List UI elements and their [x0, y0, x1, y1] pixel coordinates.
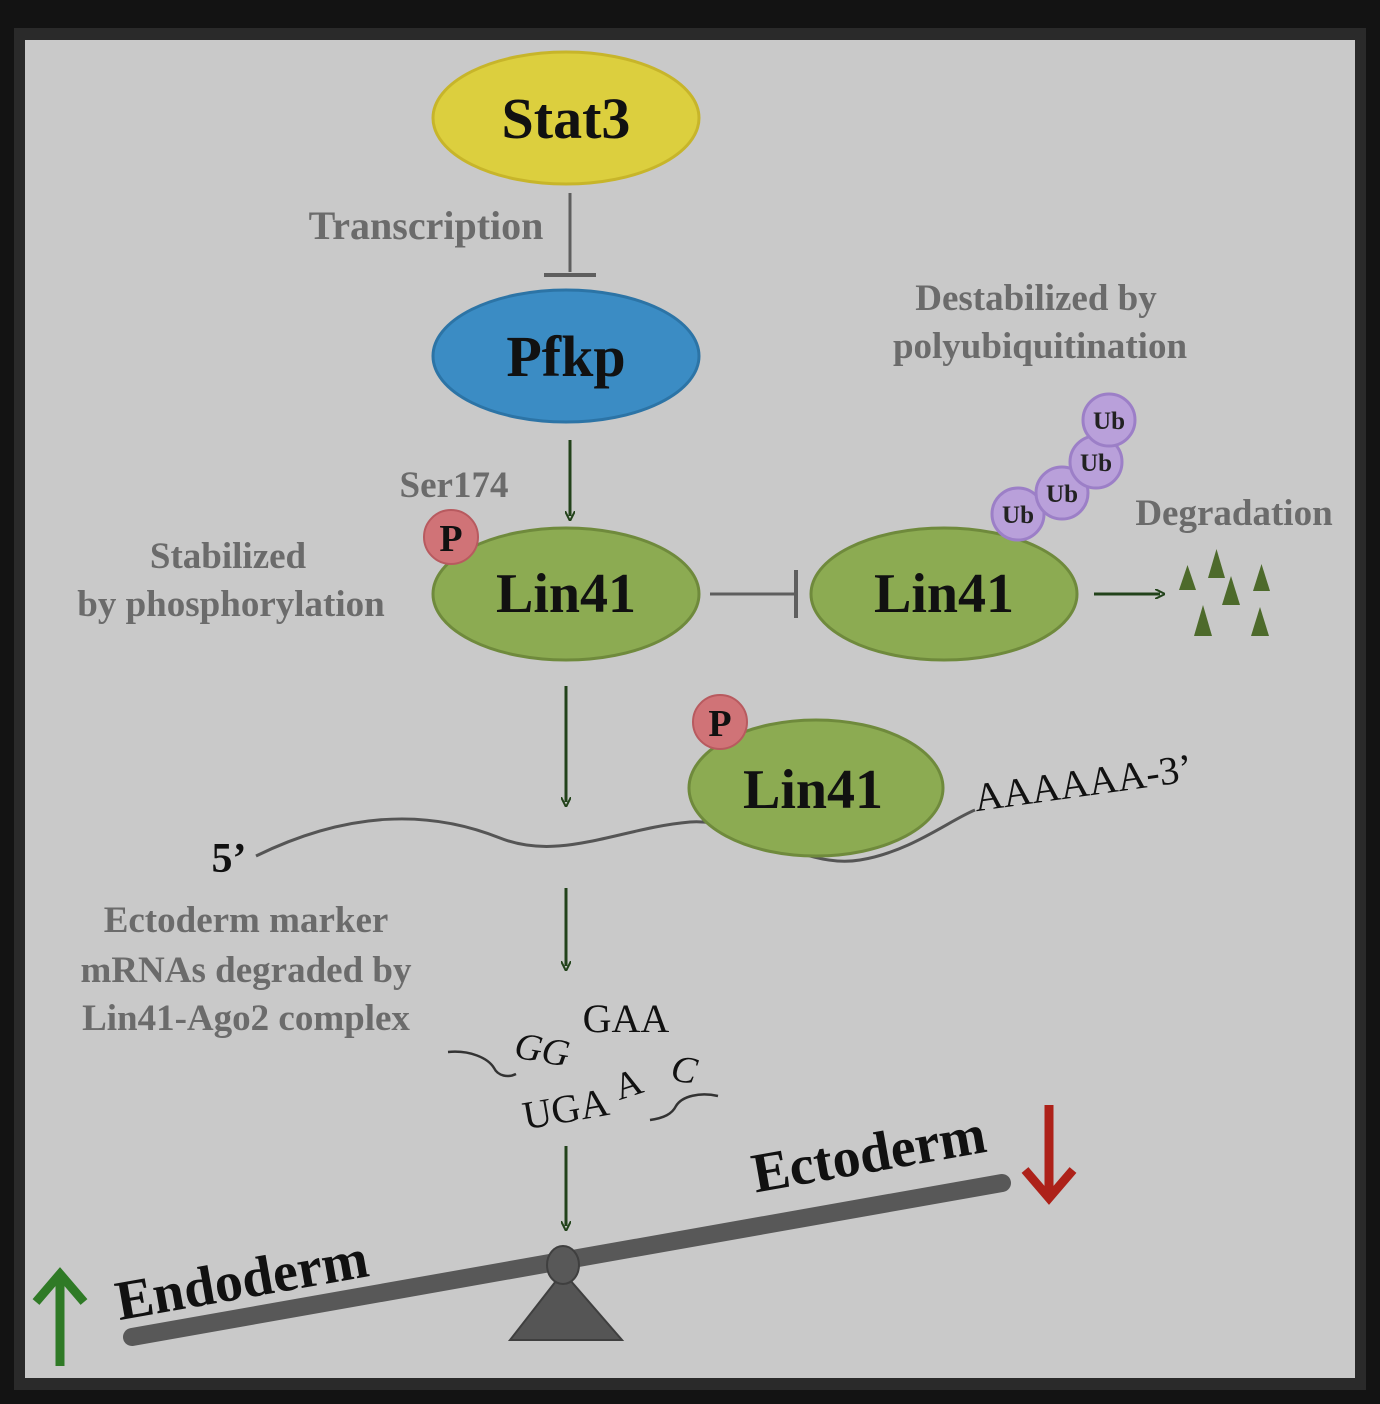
- svg-text:Ub: Ub: [1080, 450, 1112, 477]
- ectoderm-marker-line2: mRNAs degraded by: [81, 950, 412, 991]
- seesaw-pivot: [546, 1245, 580, 1285]
- down-arrow-icon: [1021, 1105, 1077, 1205]
- svg-text:GG: GG: [511, 1025, 572, 1076]
- degradation-label: Degradation: [1135, 493, 1333, 534]
- svg-text:P: P: [708, 703, 731, 745]
- phospho-badge-1: P: [423, 509, 479, 565]
- svg-text:GAA: GAA: [583, 996, 670, 1041]
- ser174-label: Ser174: [400, 465, 509, 506]
- ub-badge-3: Ub: [1068, 434, 1124, 490]
- ectoderm-marker-line3: Lin41-Ago2 complex: [82, 998, 410, 1039]
- lin41-bound-node: Lin41: [687, 718, 945, 858]
- ub-badge-2: Ub: [1034, 465, 1090, 521]
- up-arrow-icon: [32, 1267, 88, 1366]
- stat3-node: Stat3: [431, 50, 701, 186]
- ub-badge-4: Ub: [1081, 392, 1137, 448]
- lin41-unstable-node: Lin41: [809, 526, 1079, 662]
- inhibition-lin41: [710, 570, 798, 618]
- five-prime-label: 5’: [212, 836, 247, 882]
- destabilized-label-line2: polyubiquitination: [893, 326, 1188, 367]
- phospho-badge-2: P: [692, 694, 748, 750]
- destabilized-label-line1: Destabilized by: [915, 278, 1157, 319]
- transcription-label: Transcription: [309, 203, 544, 248]
- seesaw-fulcrum: [507, 1270, 625, 1341]
- degraded-mrna-fragments: GG GAA UGA A C: [447, 996, 719, 1138]
- pfkp-node: Pfkp: [431, 288, 701, 424]
- lin41-bound-label: Lin41: [743, 759, 883, 821]
- svg-text:Ub: Ub: [1002, 502, 1034, 529]
- transcription-inhibition: [544, 193, 596, 277]
- pfkp-label: Pfkp: [506, 324, 625, 389]
- seesaw: [123, 1174, 1011, 1346]
- svg-text:P: P: [439, 518, 462, 560]
- lin41-stable-label: Lin41: [496, 563, 636, 625]
- svg-text:Ub: Ub: [1093, 408, 1125, 435]
- ectoderm-marker-line1: Ectoderm marker: [104, 900, 389, 941]
- svg-text:Ub: Ub: [1046, 481, 1078, 508]
- lin41-unstable-label: Lin41: [874, 563, 1014, 625]
- ubiquitin-chain: Ub Ub Ub Ub: [990, 392, 1137, 542]
- lin41-stable-node: Lin41: [431, 526, 701, 662]
- ub-badge-1: Ub: [990, 486, 1046, 542]
- stabilized-label-line2: by phosphorylation: [77, 584, 385, 625]
- stat3-label: Stat3: [502, 86, 631, 151]
- panel-background: [25, 40, 1355, 1378]
- degradation-fragments: [1179, 549, 1270, 636]
- stabilized-label-line1: Stabilized: [150, 536, 307, 577]
- mrna-strand: [255, 808, 976, 863]
